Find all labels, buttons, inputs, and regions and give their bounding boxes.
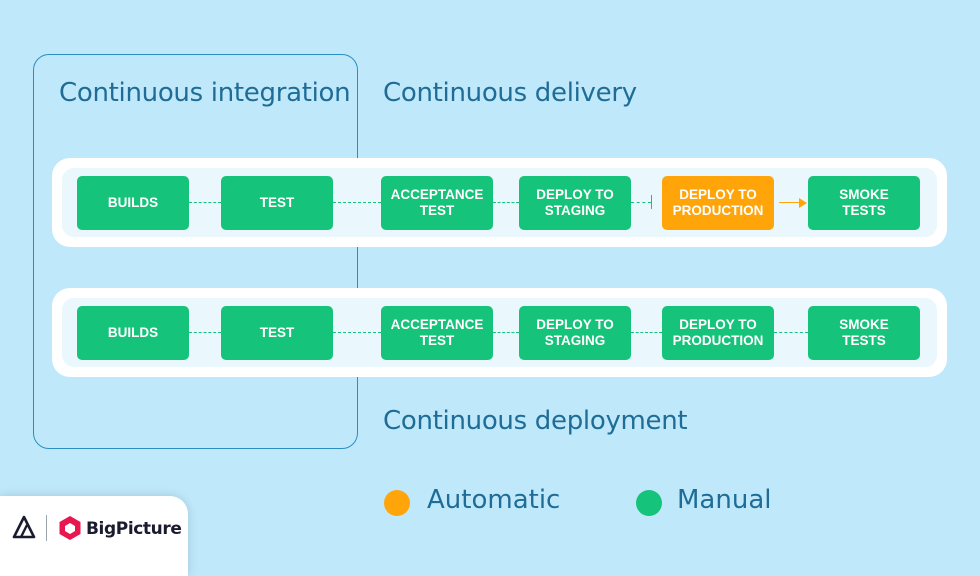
legend-automatic-label: Automatic [427, 485, 561, 515]
atlassian-logo-icon [12, 515, 36, 539]
delivery-connector-3 [493, 202, 519, 203]
automatic-arrow-head-icon [799, 198, 807, 208]
logo-divider [46, 515, 47, 541]
deployment-pipeline-row: BUILDS TEST ACCEPTANCE TEST DEPLOY TO ST… [52, 288, 947, 377]
deployment-step-acceptance-test: ACCEPTANCE TEST [381, 305, 493, 360]
manual-gate-bar [651, 195, 652, 209]
deployment-step-test: TEST [221, 305, 333, 360]
heading-continuous-deployment: Continuous deployment [383, 406, 688, 436]
deployment-pipeline-track: BUILDS TEST ACCEPTANCE TEST DEPLOY TO ST… [62, 298, 937, 367]
legend-manual-dot-icon [636, 490, 662, 516]
continuous-integration-box [33, 54, 358, 449]
deployment-step-builds: BUILDS [77, 305, 189, 360]
deployment-step-smoke-tests: SMOKE TESTS [808, 305, 920, 360]
heading-continuous-delivery: Continuous delivery [383, 78, 637, 108]
deployment-connector-5 [774, 332, 808, 333]
legend-manual-label: Manual [677, 485, 772, 515]
deployment-connector-1 [189, 332, 221, 333]
legend-automatic-dot-icon [384, 490, 410, 516]
brand-name: BigPicture [86, 519, 182, 539]
delivery-pipeline-track: BUILDS TEST ACCEPTANCE TEST DEPLOY TO ST… [62, 168, 937, 237]
deployment-step-deploy-production: DEPLOY TO PRODUCTION [662, 305, 774, 360]
automatic-arrow-line [779, 202, 799, 203]
deployment-connector-3 [493, 332, 519, 333]
delivery-step-builds: BUILDS [77, 175, 189, 230]
delivery-step-smoke-tests: SMOKE TESTS [808, 175, 920, 230]
delivery-connector-4 [631, 202, 651, 203]
delivery-step-deploy-production: DEPLOY TO PRODUCTION [662, 175, 774, 230]
deployment-step-deploy-staging: DEPLOY TO STAGING [519, 305, 631, 360]
deployment-connector-4 [631, 332, 662, 333]
delivery-step-deploy-staging: DEPLOY TO STAGING [519, 175, 631, 230]
delivery-step-test: TEST [221, 175, 333, 230]
delivery-connector-1 [189, 202, 221, 203]
deployment-connector-2 [333, 332, 381, 333]
heading-continuous-integration: Continuous integration [59, 78, 351, 108]
delivery-pipeline-row: BUILDS TEST ACCEPTANCE TEST DEPLOY TO ST… [52, 158, 947, 247]
delivery-connector-2 [333, 202, 381, 203]
bigpicture-hexagon-icon [59, 516, 81, 540]
delivery-step-acceptance-test: ACCEPTANCE TEST [381, 175, 493, 230]
